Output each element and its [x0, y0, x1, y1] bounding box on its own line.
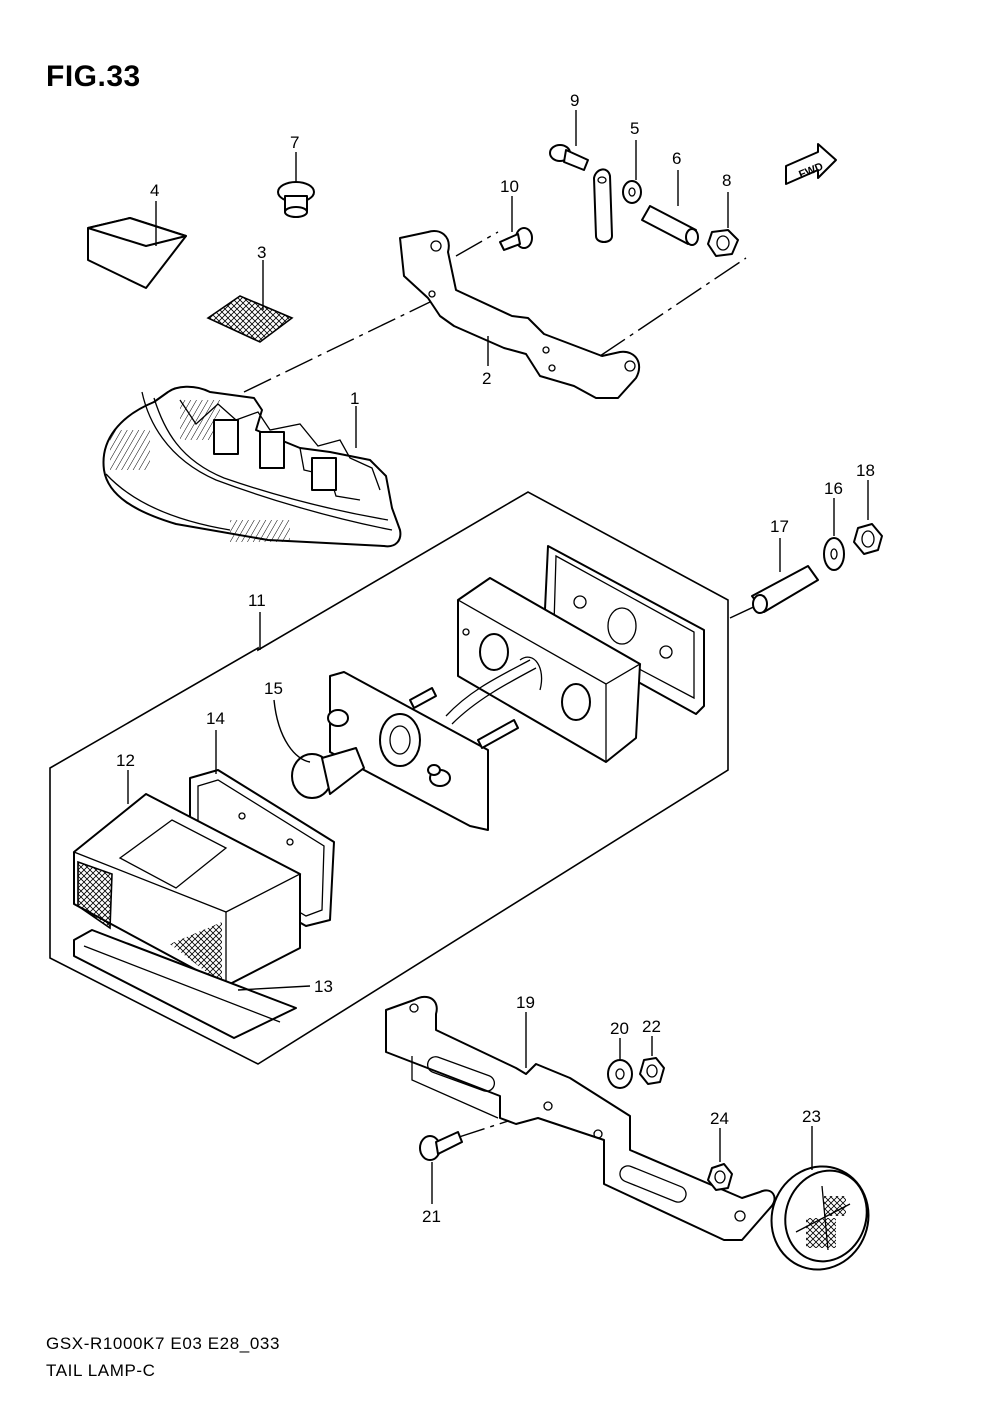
- callout-4: 4: [150, 181, 159, 200]
- part-23-reflector: [770, 1126, 870, 1271]
- callout-17: 17: [770, 517, 789, 536]
- part-22-nut: [639, 1036, 665, 1085]
- part-lamp-base: [456, 577, 642, 763]
- fwd-arrow-icon: FWD: [785, 143, 837, 185]
- part-19-bracket: [385, 995, 776, 1241]
- callout-22: 22: [642, 1017, 661, 1036]
- part-10-screw: [499, 196, 533, 251]
- figure-title: FIG.33: [46, 60, 141, 93]
- callout-23: 23: [802, 1107, 821, 1126]
- callout-24: 24: [710, 1109, 729, 1128]
- part-9-screw: [549, 110, 589, 171]
- callout-16: 16: [824, 479, 843, 498]
- callout-2: 2: [482, 369, 491, 388]
- part-1-tail-lamp: [102, 385, 402, 548]
- callout-13: 13: [314, 977, 333, 996]
- part-18-nut: [853, 480, 883, 555]
- callout-14: 14: [206, 709, 225, 728]
- part-socket-plate: [327, 659, 537, 831]
- part-6-collar: [641, 170, 699, 246]
- callout-9: 9: [570, 91, 579, 110]
- callout-19: 19: [516, 993, 535, 1012]
- part-12-lens: [72, 770, 302, 987]
- part-15-bulb: [273, 699, 365, 799]
- callout-18: 18: [856, 461, 875, 480]
- part-4-pad: [87, 201, 187, 289]
- callout-5: 5: [630, 119, 639, 138]
- callout-6: 6: [672, 149, 681, 168]
- part-21-screw: [419, 1131, 463, 1204]
- callout-8: 8: [722, 171, 731, 190]
- part-11-unit-frame: [49, 491, 729, 1065]
- callout-3: 3: [257, 243, 266, 262]
- part-17-collar: [751, 538, 819, 614]
- callout-12: 12: [116, 751, 135, 770]
- callout-1: 1: [350, 389, 359, 408]
- model-code: GSX-R1000K7 E03 E28_033: [46, 1334, 281, 1353]
- callout-labels: 1 2 3 4 5 6 7 8 9 10 11 12 13 14 15 16 1…: [116, 91, 875, 1226]
- part-16-washer: [823, 498, 845, 571]
- part-2-bracket: [399, 230, 641, 399]
- part-13-pad: [73, 929, 311, 1039]
- part-5-washer: [622, 140, 642, 204]
- diagram-name: TAIL LAMP-C: [46, 1361, 156, 1380]
- callout-21: 21: [422, 1207, 441, 1226]
- callout-10: 10: [500, 177, 519, 196]
- callout-11: 11: [248, 591, 266, 610]
- part-strap: [593, 168, 613, 243]
- part-8-nut: [707, 192, 739, 257]
- part-7-grommet: [277, 152, 315, 218]
- callout-7: 7: [290, 133, 299, 152]
- part-20-washer: [607, 1038, 633, 1089]
- part-3-reflector: [206, 260, 294, 343]
- callout-20: 20: [610, 1019, 629, 1038]
- part-24-nut: [707, 1128, 733, 1191]
- callout-15: 15: [264, 679, 283, 698]
